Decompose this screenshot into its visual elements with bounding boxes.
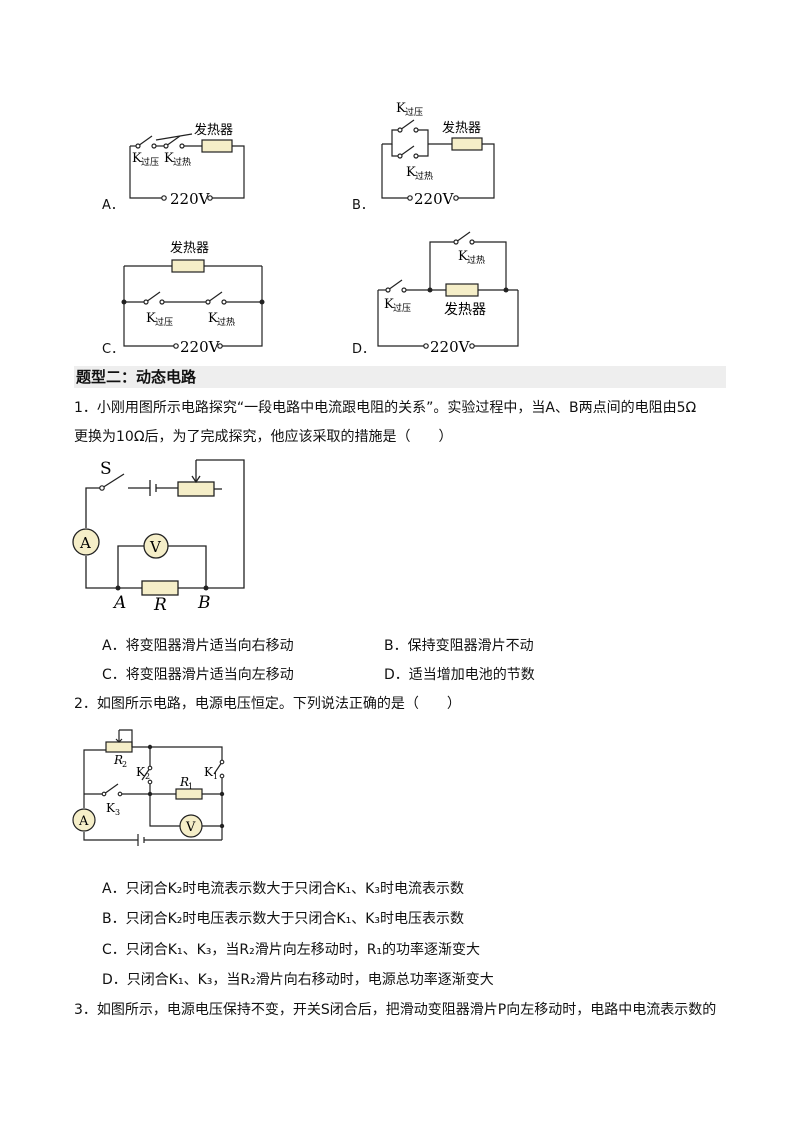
q1-voltmeter-label: V (149, 538, 162, 556)
svg-text:过热: 过热 (217, 316, 235, 328)
q2-option-b[interactable]: B．只闭合K₂时电压表示数大于只闭合K₁、K₃时电压表示数 (102, 911, 464, 927)
switch-label-d2: K (458, 249, 468, 264)
option-a-label: A． (102, 198, 124, 213)
q1-option-a[interactable]: A．将变阻器滑片适当向右移动 (102, 638, 294, 654)
option-c-label: C． (102, 342, 125, 357)
svg-text:2: 2 (122, 760, 127, 769)
svg-text:2: 2 (145, 772, 150, 781)
svg-text:过压: 过压 (141, 156, 159, 168)
circuit-diagram-c: 发热器 K 过压 K 过热 220V (121, 240, 265, 356)
switch-label-c1: K (146, 311, 156, 326)
q2-ammeter-label: A (78, 814, 89, 829)
q2-stem: 2．如图所示电路，电源电压恒定。下列说法正确的是（ ） (74, 696, 461, 712)
svg-text:过压: 过压 (155, 316, 173, 328)
voltage-label-a: 220V (170, 190, 211, 208)
q1-stem-line2: 更换为10Ω后，为了完成探究，他应该采取的措施是（ ） (74, 429, 453, 445)
switch-label-d1: K (384, 297, 394, 312)
q1-circuit-diagram: S A V R A B (72, 459, 245, 615)
svg-text:过压: 过压 (405, 106, 423, 118)
q3-stem: 3．如图所示，电源电压保持不变，开关S闭合后，把滑动变阻器滑片P向左移动时，电路… (74, 1002, 717, 1018)
section-header-bar (74, 366, 726, 388)
circuit-diagram-b: 发热器 K 过压 K 过热 220V (381, 101, 495, 208)
switch-label-a2: K (164, 151, 174, 166)
q2-k3-label: K (106, 801, 116, 815)
svg-text:1: 1 (213, 772, 218, 781)
q2-voltmeter-label: V (185, 820, 196, 835)
q1-stem-line1: 1．小刚用图所示电路探究“一段电路中电流跟电阻的关系”。实验过程中，当A、B两点… (74, 400, 697, 416)
q2-k2-label: K (136, 765, 146, 779)
svg-text:过压: 过压 (393, 302, 411, 314)
heater-label-a: 发热器 (194, 122, 233, 138)
svg-text:过热: 过热 (415, 170, 433, 182)
q1-point-a: A (112, 593, 126, 613)
heater-label-c: 发热器 (170, 240, 209, 256)
voltage-label-b: 220V (414, 190, 455, 208)
svg-text:过热: 过热 (467, 254, 485, 266)
voltage-label-c: 220V (180, 338, 221, 356)
switch-label-b2: K (406, 165, 416, 180)
switch-label-c2: K (208, 311, 218, 326)
svg-text:3: 3 (115, 808, 120, 817)
option-b-label: B． (352, 198, 374, 213)
svg-text:过热: 过热 (173, 156, 191, 168)
q1-resistor-label: R (153, 595, 167, 615)
switch-label-b1: K (396, 101, 406, 116)
circuit-diagram-d: 发热器 K 过压 K 过热 220V (377, 231, 519, 356)
svg-text:1: 1 (188, 782, 193, 791)
circuit-diagram-a: 发热器 K 过压 K 过热 220V (129, 122, 245, 208)
q1-option-d[interactable]: D．适当增加电池的节数 (384, 667, 535, 683)
heater-label-b: 发热器 (442, 120, 481, 136)
q2-option-a[interactable]: A．只闭合K₂时电流表示数大于只闭合K₁、K₃时电流表示数 (102, 881, 464, 897)
section-title: 题型二：动态电路 (76, 368, 197, 386)
q2-r1-label: R (179, 775, 189, 789)
q2-option-c[interactable]: C．只闭合K₁、K₃，当R₂滑片向左移动时，R₁的功率逐渐变大 (102, 942, 481, 958)
q2-r2-label: R (113, 753, 123, 767)
option-d-label: D． (352, 342, 376, 357)
q1-switch-label: S (100, 459, 112, 479)
voltage-label-d: 220V (430, 338, 471, 356)
q2-circuit-diagram: R 2 R 1 K 2 K 1 K 3 A V (72, 729, 225, 846)
q1-option-c[interactable]: C．将变阻器滑片适当向左移动 (102, 667, 294, 683)
q2-k1-label: K (204, 765, 214, 779)
q2-option-d[interactable]: D．只闭合K₁、K₃，当R₂滑片向右移动时，电源总功率逐渐变大 (102, 972, 494, 988)
q1-ammeter-label: A (79, 534, 91, 552)
switch-label-a1: K (132, 151, 142, 166)
q1-point-b: B (197, 593, 211, 613)
heater-label-d: 发热器 (444, 302, 486, 318)
q1-option-b[interactable]: B．保持变阻器滑片不动 (384, 638, 534, 654)
